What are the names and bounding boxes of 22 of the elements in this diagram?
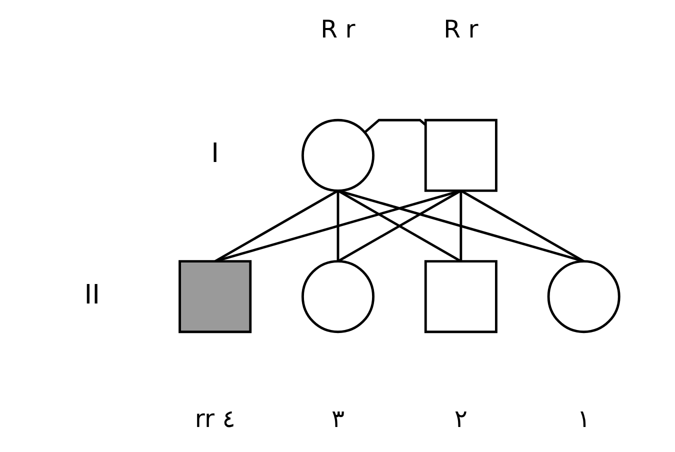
node-label: ٢ [454,404,467,433]
node-label: R r [443,14,478,44]
connector [364,118,426,133]
connector [336,190,462,262]
connector [336,190,339,262]
label: II [84,279,100,310]
node-circle [300,260,374,334]
node-circle [300,118,374,192]
connector [460,190,584,262]
node-label: R r [320,14,355,44]
node-label: rr ٤ [194,404,235,433]
node-box [424,260,497,334]
connector [459,190,462,262]
label: I [210,138,219,170]
node-label: ٣ [330,404,344,433]
node-circle [546,260,620,334]
connector [214,190,461,262]
connector [337,190,584,262]
node-box [178,260,252,334]
connector [214,190,338,262]
node-box [424,118,497,192]
node-label: ١ [576,404,590,433]
